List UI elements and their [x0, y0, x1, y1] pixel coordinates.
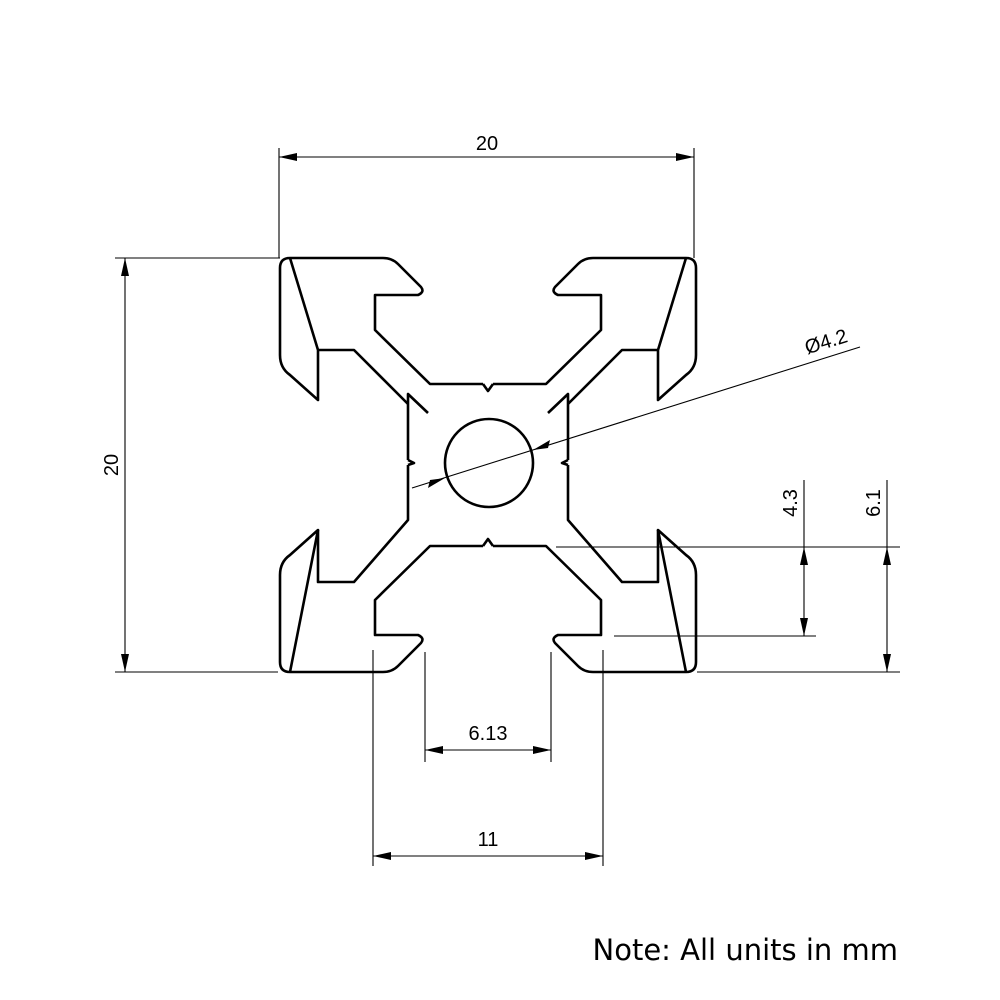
- arrowhead-left: [279, 153, 297, 161]
- dimension-label-slot-offset: 6.1: [863, 489, 885, 517]
- arrowhead-offset-top: [883, 547, 891, 565]
- corner-top-right: [493, 256, 698, 584]
- dimension-slot-opening: 6.13: [424, 652, 552, 762]
- dimension-label-slot-depth: 4.3: [780, 489, 802, 517]
- arrowhead-bore-left: [428, 478, 445, 488]
- arrowhead-bore-right: [533, 440, 550, 450]
- notch-left: [407, 458, 416, 467]
- dimension-label-slot-opening: 6.13: [469, 723, 508, 745]
- dimension-slot-depth: 4.3: [556, 480, 900, 637]
- corner-top-left: [278, 256, 483, 584]
- dimension-label-slot-inner: 11: [478, 829, 499, 851]
- notch-top: [481, 383, 495, 393]
- arrowhead-slot-depth-bottom: [800, 618, 808, 636]
- arrowhead-bottom: [121, 654, 129, 672]
- dimension-slot-offset: 6.1: [697, 480, 900, 673]
- corner-bottom-left: [278, 528, 483, 674]
- arrowhead-offset-bottom: [883, 654, 891, 672]
- dimension-slot-inner: 11: [372, 650, 604, 866]
- profile-outline: [278, 256, 698, 674]
- dimension-height: 20: [101, 257, 280, 673]
- dimension-width: 20: [278, 133, 695, 258]
- arrowhead-inner-left: [373, 852, 391, 860]
- notch-bottom: [481, 537, 495, 547]
- dimension-label-bore: Ø4.2: [802, 325, 850, 359]
- units-note: Note: All units in mm: [593, 933, 898, 967]
- leader-line-bore: [411, 346, 861, 489]
- dimension-label-height: 20: [101, 454, 123, 476]
- arrowhead-opening-left: [425, 746, 443, 754]
- arrowhead-top: [121, 258, 129, 276]
- notch-right: [560, 458, 569, 467]
- corner-bottom-right: [493, 528, 698, 674]
- arrowhead-right: [676, 153, 694, 161]
- web-top: [318, 348, 658, 405]
- center-bore: [443, 417, 535, 509]
- arrowhead-opening-right: [533, 746, 551, 754]
- dimension-label-width: 20: [476, 133, 498, 155]
- arrowhead-inner-right: [585, 852, 603, 860]
- arrowhead-slot-depth-top: [800, 547, 808, 565]
